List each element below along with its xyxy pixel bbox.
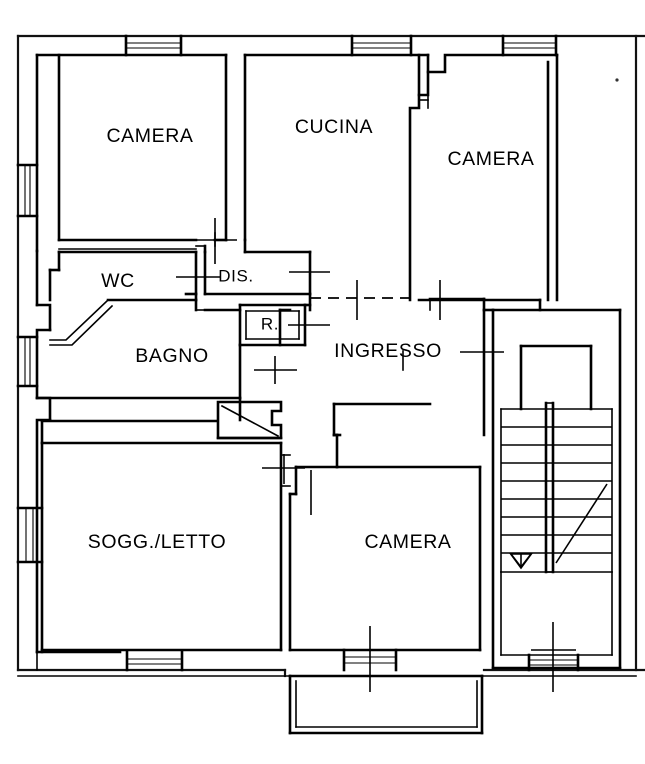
room-ingresso-walls	[278, 292, 495, 437]
stair-railing	[544, 401, 555, 574]
window-bottom-1	[125, 650, 184, 672]
stair-treads	[501, 426, 612, 554]
staircase	[491, 308, 622, 670]
window-bottom-3	[527, 653, 580, 672]
room-wc-walls	[48, 250, 198, 346]
room-label-camera-2: CAMERA	[447, 148, 534, 170]
room-label-wc: WC	[101, 270, 135, 292]
window-top-2	[350, 34, 413, 57]
outer-walls	[16, 34, 645, 678]
room-labels: CAMERA CUCINA CAMERA WC DIS. R. BAGNO IN…	[88, 116, 534, 553]
room-label-ingresso: INGRESSO	[334, 340, 442, 362]
window-top-3	[501, 34, 558, 57]
corner-dot	[615, 78, 619, 82]
room-label-soggiorno: SOGG./LETTO	[88, 531, 226, 553]
room-label-cucina: CUCINA	[295, 116, 373, 138]
inner-wall-envelope	[35, 53, 559, 654]
room-label-camera-3: CAMERA	[364, 531, 451, 553]
window-top-1	[124, 34, 183, 57]
room-camera-2-walls	[417, 60, 550, 312]
window-left-3	[16, 506, 44, 564]
balcony	[17, 674, 637, 735]
door-markers	[176, 218, 576, 692]
room-cucina-walls	[243, 53, 429, 302]
room-label-dis: DIS.	[218, 266, 253, 285]
room-label-ripostiglio: R.	[261, 314, 279, 333]
room-soggiorno-walls	[36, 419, 283, 671]
window-left-2	[16, 335, 39, 388]
room-camera-3-walls	[280, 433, 482, 652]
stair-down-arrow	[509, 552, 533, 570]
room-camera-1-walls	[57, 53, 228, 250]
closet-niche	[216, 400, 283, 440]
room-label-camera-1: CAMERA	[106, 125, 193, 147]
room-label-bagno: BAGNO	[135, 345, 208, 367]
window-left-1	[16, 163, 39, 218]
